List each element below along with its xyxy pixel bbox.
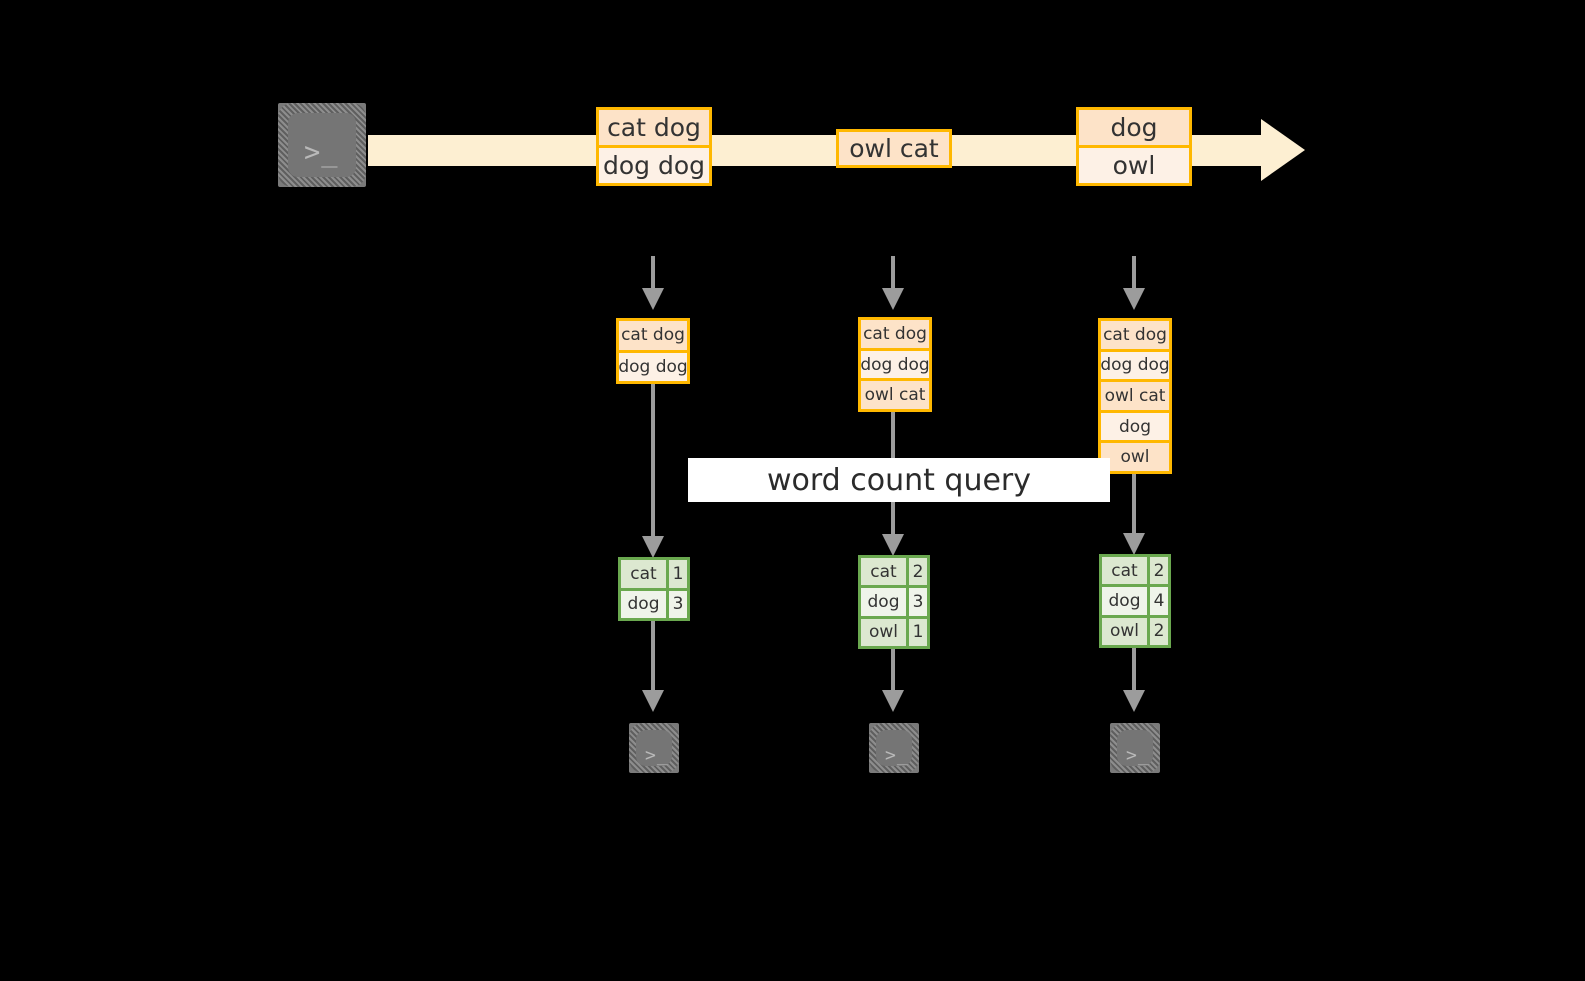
stream-record-line: dog [1079,110,1189,145]
accumulated-line: dog [1101,409,1169,441]
count-value: 2 [906,558,927,586]
terminal-body [288,113,356,177]
count-word: cat [870,561,897,582]
terminal-prompt-glyph: >_ [1126,745,1150,766]
terminal-body [1117,730,1153,766]
accumulated-line: dog dog [861,347,929,379]
snapshot-2-output-connector [891,649,895,696]
snapshot-1-output-arrowhead [642,690,664,712]
snapshot-2-dashed-connector [891,256,895,294]
snapshot-1-accumulated-records: cat dog dog dog [616,318,690,384]
terminal-prompt-glyph: >_ [885,745,909,766]
snapshot-1-count-table: cat 1 dog 3 [618,557,690,621]
count-row: dog 4 [1102,584,1168,615]
terminal-prompt-glyph: >_ [304,137,339,168]
count-word: cat [1111,560,1138,581]
count-row: dog 3 [621,587,687,618]
snapshot-1-output-terminal-icon: >_ [619,713,689,783]
count-value: 3 [906,588,927,616]
stream-record-line: owl [1079,145,1189,183]
snapshot-1-query-arrowhead [642,536,664,558]
accumulated-line: cat dog [861,320,929,348]
count-word: dog [867,591,900,612]
snapshot-2-output-arrowhead [882,690,904,712]
count-value: 1 [906,618,927,646]
terminal-body [636,730,672,766]
snapshot-2-query-arrowhead [882,534,904,556]
stream-arrow-head [1261,119,1305,181]
accumulated-line: dog dog [1101,348,1169,380]
snapshot-3-count-table: cat 2 dog 4 owl 2 [1099,554,1171,648]
snapshot-3-output-connector [1132,648,1136,696]
stream-record-line: dog dog [599,145,709,183]
accumulated-line: owl [1101,440,1169,471]
count-word: owl [1109,621,1140,642]
accumulated-line: cat dog [619,321,687,350]
accumulated-line: dog dog [619,349,687,381]
count-word: owl [868,622,899,643]
stream-record-3: dog owl [1076,107,1192,186]
count-row: cat 1 [621,560,687,588]
accumulated-line: owl cat [1101,379,1169,410]
snapshot-1-dashed-arrowhead [642,288,664,310]
snapshot-3-dashed-arrowhead [1123,288,1145,310]
query-banner-label: word count query [766,462,1032,498]
snapshot-1-dashed-connector [651,256,655,294]
count-row: cat 2 [861,558,927,586]
count-value: 3 [666,590,687,618]
snapshot-3-output-arrowhead [1123,690,1145,712]
snapshot-3-output-terminal-icon: >_ [1100,713,1170,783]
count-row: cat 2 [1102,557,1168,585]
count-row: dog 3 [861,585,927,616]
query-banner: word count query [688,458,1110,502]
snapshot-3-dashed-connector [1132,256,1136,294]
count-row: owl 2 [1102,614,1168,645]
terminal-prompt-glyph: >_ [645,745,669,766]
count-value: 4 [1147,587,1168,615]
snapshot-2-accumulated-records: cat dog dog dog owl cat [858,317,932,412]
count-word: cat [630,563,657,584]
snapshot-3-query-arrowhead [1123,533,1145,555]
accumulated-line: cat dog [1101,321,1169,349]
stream-record-line: cat dog [599,110,709,145]
snapshot-3-accumulated-records: cat dog dog dog owl cat dog owl [1098,318,1172,474]
count-value: 2 [1147,617,1168,645]
stream-record-line: owl cat [839,132,949,165]
accumulated-line: owl cat [861,378,929,409]
snapshot-1-output-connector [651,621,655,696]
snapshot-3-query-connector [1132,474,1136,540]
snapshot-1-query-connector [651,384,655,542]
count-word: dog [1108,590,1141,611]
count-value: 2 [1147,557,1168,585]
count-row: owl 1 [861,615,927,646]
stream-record-2: owl cat [836,129,952,168]
snapshot-2-dashed-arrowhead [882,288,904,310]
snapshot-2-output-terminal-icon: >_ [859,713,929,783]
terminal-body [876,730,912,766]
count-word: dog [627,594,660,615]
stream-record-1: cat dog dog dog [596,107,712,186]
count-value: 1 [666,560,687,588]
stream-source-terminal-icon: >_ [268,93,376,197]
snapshot-2-count-table: cat 2 dog 3 owl 1 [858,555,930,649]
